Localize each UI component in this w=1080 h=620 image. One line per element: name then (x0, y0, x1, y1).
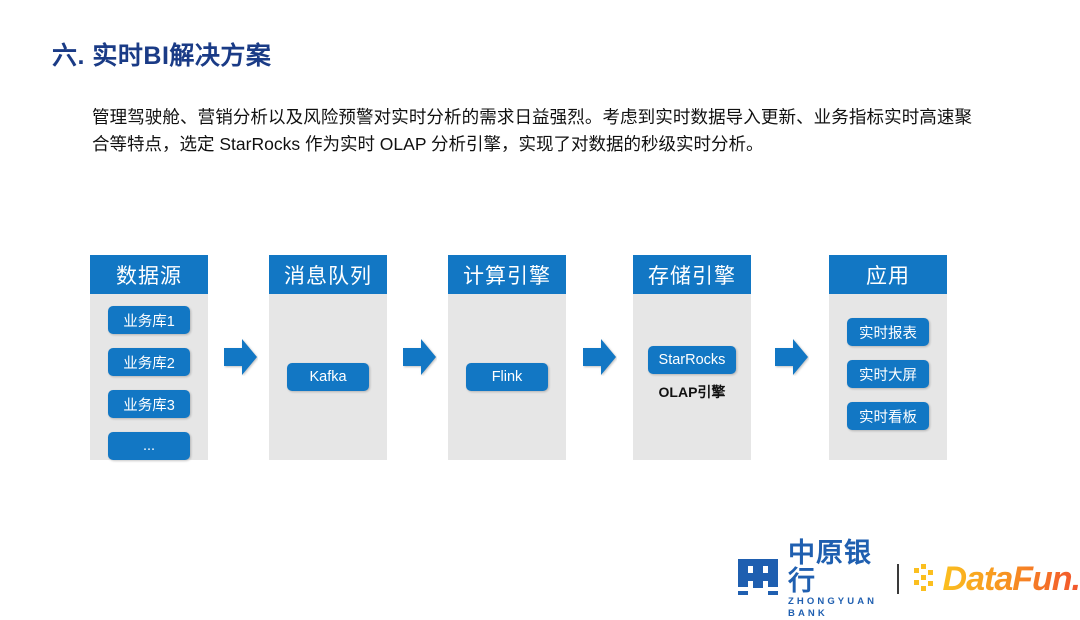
node-pill[interactable]: 业务库1 (108, 306, 190, 334)
stage-body: StarRocks OLAP引擎 (633, 294, 751, 460)
node-pill[interactable]: 业务库3 (108, 390, 190, 418)
flow-arrow-icon (224, 338, 258, 376)
datafun-logo: DataFun. (913, 560, 1080, 599)
stage-header-label: 计算引擎 (448, 255, 566, 294)
datafun-dots-icon (913, 564, 933, 591)
node-pill[interactable]: 实时大屏 (847, 360, 929, 388)
node-pill[interactable]: Kafka (287, 363, 369, 391)
pipeline-stage-message-queue: 消息队列 Kafka (269, 255, 387, 460)
pipeline-stage-compute-engine: 计算引擎 Flink (448, 255, 566, 460)
node-pill[interactable]: 实时看板 (847, 402, 929, 430)
stage-header-label: 应用 (829, 255, 947, 294)
stage-header-label: 存储引擎 (633, 255, 751, 294)
stage-header-label: 数据源 (90, 255, 208, 294)
datafun-wordmark: DataFun. (942, 559, 1080, 598)
node-pill[interactable]: StarRocks (648, 346, 736, 374)
flow-arrow-icon (403, 338, 437, 376)
node-caption: OLAP引擎 (658, 384, 726, 400)
bank-name-cn: 中原银行 (788, 537, 872, 596)
stage-header-label: 消息队列 (269, 255, 387, 294)
zhongyuan-bank-gate-icon (736, 557, 780, 602)
footer-logos: 中原银行 ZHONGYUAN BANK DataFun. (736, 539, 1080, 619)
node-pill[interactable]: Flink (466, 363, 548, 391)
node-pill[interactable]: 实时报表 (847, 318, 929, 346)
stage-body: Flink (448, 294, 566, 460)
body-paragraph: 管理驾驶舱、营销分析以及风险预警对实时分析的需求日益强烈。考虑到实时数据导入更新… (92, 107, 972, 154)
page-title: 六. 实时BI解决方案 (52, 42, 272, 70)
pipeline-stage-application: 应用 实时报表 实时大屏 实时看板 (829, 255, 947, 460)
stage-body: Kafka (269, 294, 387, 460)
flow-arrow-icon (583, 338, 617, 376)
logo-divider (897, 564, 899, 594)
pipeline-stage-data-source: 数据源 业务库1 业务库2 业务库3 ... (90, 255, 208, 460)
flow-arrow-icon (775, 338, 809, 376)
node-pill[interactable]: 业务库2 (108, 348, 190, 376)
pipeline-stage-storage-engine: 存储引擎 StarRocks OLAP引擎 (633, 255, 751, 460)
node-pill[interactable]: ... (108, 432, 190, 460)
stage-body: 业务库1 业务库2 业务库3 ... (90, 294, 208, 460)
stage-body: 实时报表 实时大屏 实时看板 (829, 294, 947, 460)
bank-wordmark: 中原银行 ZHONGYUAN BANK (788, 539, 881, 620)
